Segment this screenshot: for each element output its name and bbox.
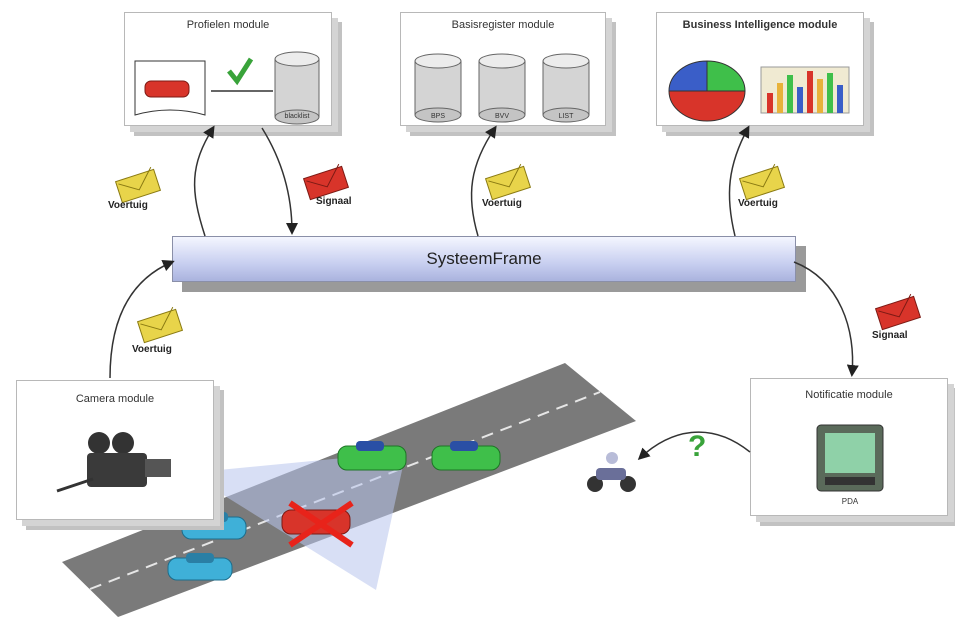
envelope-icon	[874, 293, 922, 331]
camera-module-title: Camera module	[75, 393, 155, 405]
pda-label: PDA	[841, 497, 859, 506]
voertuig-label: Voertuig	[482, 198, 522, 209]
envelope-icon	[136, 306, 184, 344]
systeemframe-bar: SysteemFrame	[172, 236, 796, 282]
car-blue-2	[167, 553, 233, 581]
car-green-1	[337, 441, 407, 471]
bps-label: BPS	[430, 113, 445, 120]
list-label: LIST	[558, 113, 574, 120]
bar-chart-icon	[760, 66, 850, 114]
motorcycle-icon	[587, 452, 636, 492]
check-icon	[227, 57, 254, 86]
connector-frame-to-profielen	[193, 125, 215, 237]
envelope-icon	[738, 163, 786, 201]
red-car-icon	[144, 80, 190, 98]
pda-icon	[816, 424, 884, 492]
connector-notificatie-to-motorcycle	[637, 431, 751, 461]
signaal-label: Signaal	[316, 196, 352, 207]
envelope-icon	[114, 166, 162, 204]
camera-module: Camera module	[16, 380, 214, 520]
connector-camera-to-frame	[109, 260, 175, 379]
database-icon	[478, 53, 526, 123]
envelope-icon	[302, 163, 350, 201]
road-center-line	[89, 391, 601, 590]
bi-graphics	[668, 60, 850, 122]
database-icon	[542, 53, 590, 123]
pie-chart-icon	[668, 60, 746, 122]
envelope-icon	[484, 163, 532, 201]
question-mark: ?	[688, 430, 707, 463]
connector-frame-to-bi	[728, 125, 750, 237]
signaal-label: Signaal	[872, 330, 908, 341]
notificatie-graphics	[816, 424, 884, 492]
systeemframe-label: SysteemFrame	[426, 249, 542, 268]
connector-frame-to-basisregister	[470, 125, 497, 237]
bvv-label: BVV	[494, 113, 509, 120]
voertuig-label: Voertuig	[132, 344, 172, 355]
connector-profielen-to-frame	[261, 127, 298, 235]
profielen-module-title: Profielen module	[186, 19, 270, 31]
blacklist-label: blacklist	[284, 113, 310, 120]
basisregister-module: Basisregister module BPS BVV LIST	[400, 12, 606, 126]
basisregister-module-title: Basisregister module	[451, 19, 555, 31]
database-icon	[274, 51, 320, 125]
profielen-graphics	[134, 51, 320, 125]
bi-module-title: Business Intelligence module	[682, 19, 838, 31]
voertuig-label: Voertuig	[108, 200, 148, 211]
bi-module: Business Intelligence module	[656, 12, 864, 126]
voertuig-label: Voertuig	[738, 198, 778, 209]
car-red-flagged	[281, 500, 354, 548]
profielen-module: Profielen module blacklist	[124, 12, 332, 126]
car-green-2	[431, 441, 501, 471]
basisregister-graphics	[414, 53, 590, 123]
camera-graphics	[56, 432, 171, 493]
connector-frame-to-notificatie	[793, 261, 859, 377]
video-camera-icon	[56, 432, 171, 493]
notificatie-module-title: Notificatie module	[805, 389, 893, 401]
database-icon	[414, 53, 462, 123]
notificatie-module: Notificatie module PDA	[750, 378, 948, 516]
